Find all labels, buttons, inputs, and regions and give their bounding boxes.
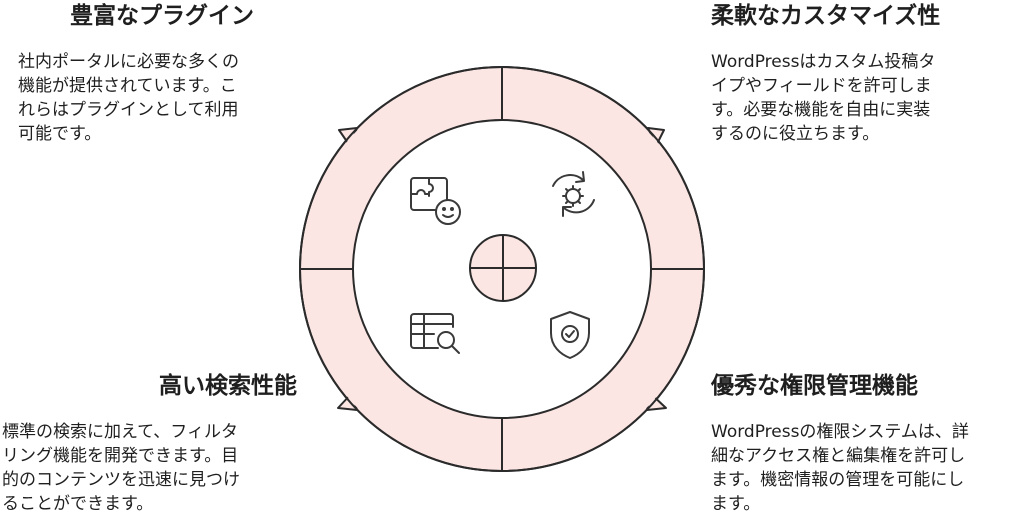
feature-title-search: 高い検索性能 <box>159 373 297 399</box>
puzzle-face-icon <box>410 177 461 225</box>
feature-description-plugins: 社内ポータルに必要な多くの 機能が提供されています。こ れらはプラグインとして利… <box>18 52 239 144</box>
feature-title-permissions: 優秀な権限管理機能 <box>711 373 918 399</box>
feature-description-permissions: WordPressの権限システムは、詳 細なアクセス権と編集権を許可し ます。機… <box>711 422 969 514</box>
table-search-icon <box>410 313 460 354</box>
feature-title-customization: 柔軟なカスタマイズ性 <box>711 3 941 29</box>
feature-title-plugins: 豊富なプラグイン <box>70 3 254 29</box>
center-hub <box>469 234 537 302</box>
feature-description-customization: WordPressはカスタム投稿タ イプやフィールドを許可しま す。必要な機能を… <box>711 52 936 144</box>
gear-cycle-icon <box>552 171 595 217</box>
feature-description-search: 標準の検索に加えて、フィルタ リング機能を開発できます。目 的のコンテンツを迅速… <box>2 422 240 514</box>
shield-check-icon <box>550 311 590 359</box>
